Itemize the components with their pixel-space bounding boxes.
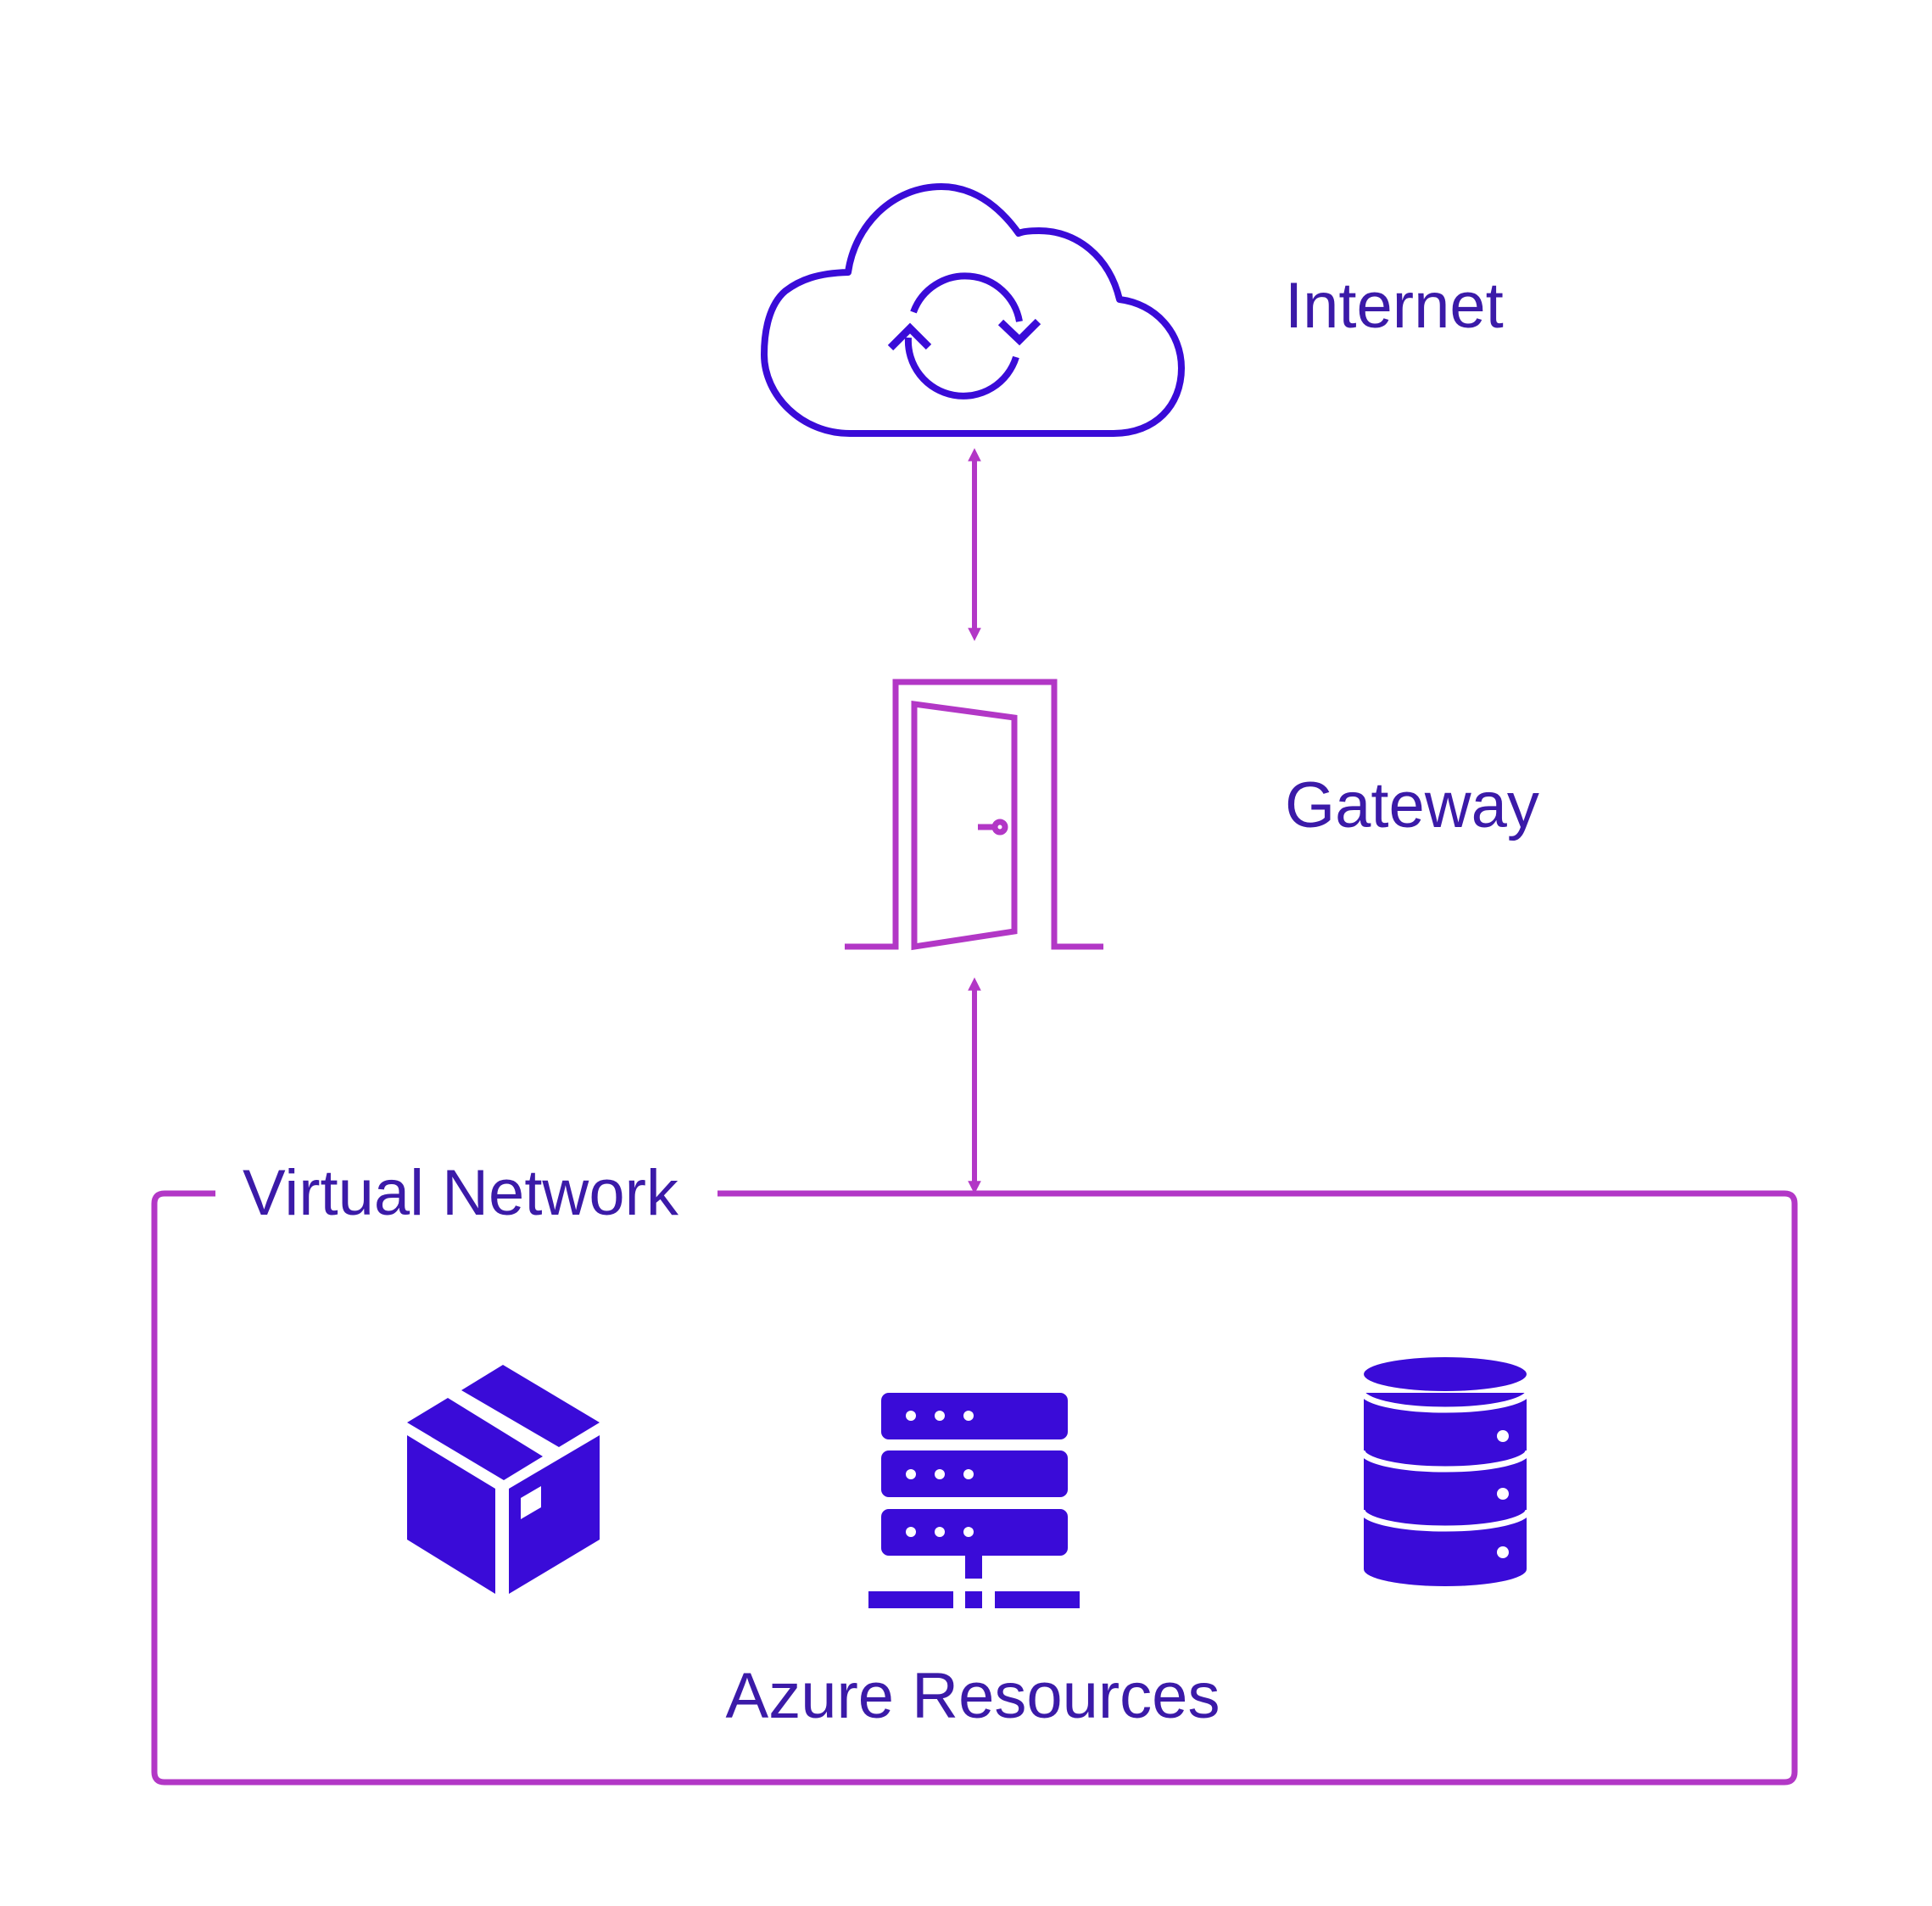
virtual-network-label: Virtual Network xyxy=(243,1157,679,1229)
azure-resources-label: Azure Resources xyxy=(726,1660,1220,1732)
open-door-icon xyxy=(845,679,1103,951)
virtual-network-boundary xyxy=(151,1190,1798,1786)
internet-label: Internet xyxy=(1285,270,1504,342)
cloud-sync-icon xyxy=(761,183,1185,437)
server-rack-icon xyxy=(868,1393,1080,1608)
package-box-icon xyxy=(407,1365,600,1594)
database-icon xyxy=(1359,1357,1532,1586)
gateway-label: Gateway xyxy=(1285,769,1539,841)
